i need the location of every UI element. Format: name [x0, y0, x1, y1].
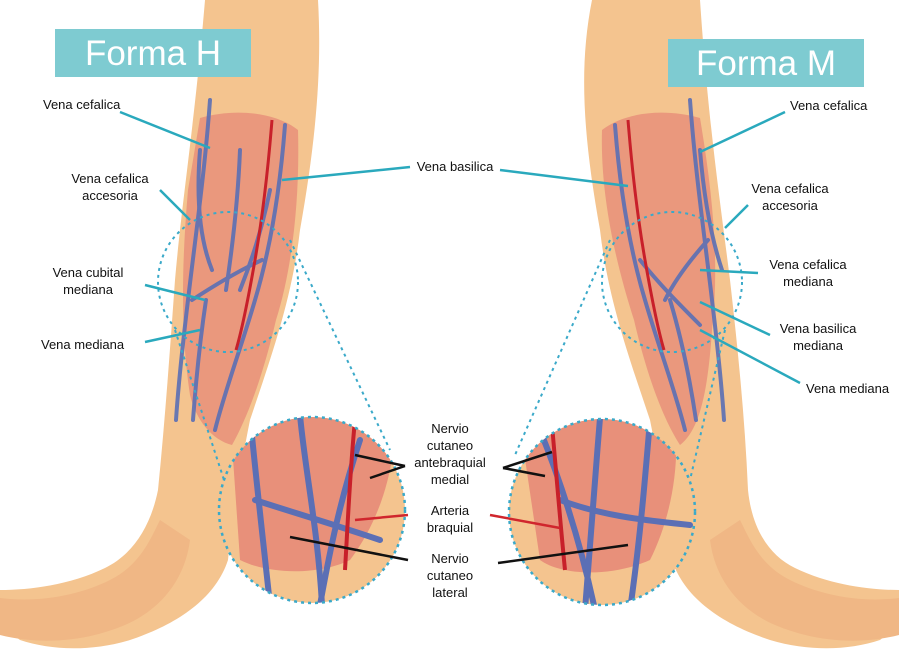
label-right-vena-cefalica: Vena cefalica: [790, 97, 867, 114]
title-forma-h: Forma H: [55, 29, 251, 77]
label-left-vena-cefalica-accesoria: Vena cefalica accesoria: [55, 170, 165, 204]
title-forma-m: Forma M: [668, 39, 864, 87]
label-nervio-cutaneo-lateral: Nervio cutaneo lateral: [395, 550, 505, 601]
label-left-vena-cubital-mediana: Vena cubital mediana: [33, 264, 143, 298]
label-right-vena-cefalica-mediana: Vena cefalica mediana: [753, 256, 863, 290]
label-left-vena-cefalica: Vena cefalica: [43, 96, 120, 113]
label-left-vena-mediana: Vena mediana: [41, 336, 124, 353]
label-vena-basilica: Vena basilica: [400, 158, 510, 175]
label-right-vena-mediana: Vena mediana: [806, 380, 889, 397]
label-nervio-cutaneo-antebraquial-medial: Nervio cutaneo antebraquial medial: [395, 420, 505, 488]
label-right-vena-cefalica-accesoria: Vena cefalica accesoria: [735, 180, 845, 214]
leader-r-cefalica: [700, 112, 785, 152]
label-right-vena-basilica-mediana: Vena basilica mediana: [763, 320, 873, 354]
label-arteria-braquial: Arteria braquial: [395, 502, 505, 536]
